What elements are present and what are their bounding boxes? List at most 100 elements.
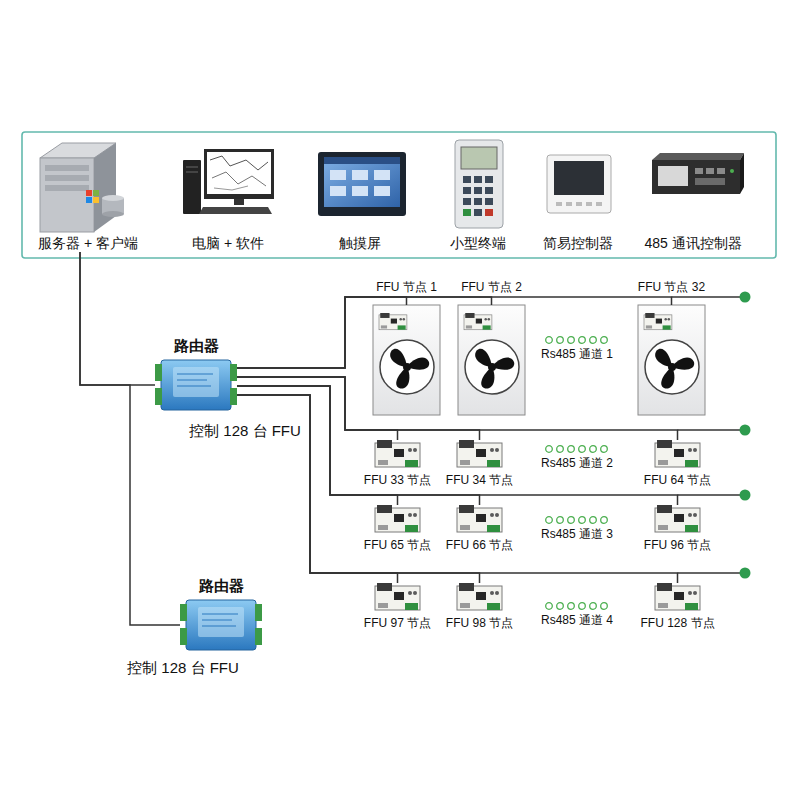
ffu-module <box>457 440 502 467</box>
bus-terminator <box>678 494 746 496</box>
touchscreen-illustration <box>330 170 346 180</box>
device-node: 服务器 + 客户端 <box>30 140 146 252</box>
ffu-node: FFU 节点 32 <box>638 305 705 415</box>
ffu-fan-unit <box>373 305 440 415</box>
terminal-illustration <box>474 176 482 183</box>
ffu-fan-unit <box>458 305 525 415</box>
server-illustration <box>93 197 99 203</box>
node-label: FFU 34 节点 <box>446 473 513 487</box>
router-node: 路由器控制 128 台 FFU <box>180 600 262 650</box>
device-node: 485 通讯控制器 <box>635 140 751 252</box>
controller-illustration <box>556 202 562 206</box>
rs485-controller-illustration <box>695 168 703 174</box>
terminal-illustration <box>461 147 497 169</box>
bus-wire <box>237 297 407 368</box>
rs485-controller-illustration <box>652 160 740 194</box>
device-label: 485 通讯控制器 <box>644 235 741 252</box>
channel-label: Rs485 通道 1 <box>541 347 613 361</box>
bus-end-dot <box>740 292 751 579</box>
channel-label: Rs485 通道 3 <box>541 527 613 541</box>
touchscreen-illustration <box>330 186 346 196</box>
server-illustration <box>102 195 124 201</box>
device-node: 小型终端 <box>420 140 536 252</box>
router-caption: 控制 128 台 FFU <box>127 659 239 677</box>
terminal-illustration <box>485 209 493 216</box>
ffu-module <box>375 583 420 610</box>
node-label: FFU 33 节点 <box>364 473 431 487</box>
computer-illustration <box>212 172 266 186</box>
bus-terminator <box>672 297 746 573</box>
terminal-illustration <box>474 198 482 205</box>
terminal-illustration <box>455 140 503 228</box>
server-illustration <box>86 190 92 196</box>
controller-illustration <box>566 202 572 206</box>
ffu-fan-unit <box>473 346 515 391</box>
controller-illustration <box>586 202 592 206</box>
touchscreen-illustration <box>324 157 400 207</box>
ffu-fan-unit <box>653 346 695 391</box>
ffu-node: FFU 34 节点 <box>457 440 502 468</box>
ffu-module <box>375 505 420 532</box>
ffu-module <box>457 583 502 610</box>
bus-wire <box>237 395 678 583</box>
rs485-controller-illustration <box>740 153 744 194</box>
controller-illustration <box>547 155 611 213</box>
ffu-node: FFU 97 节点 <box>375 583 420 611</box>
ffu-module <box>457 505 502 532</box>
computer-illustration <box>183 149 274 214</box>
terminal-illustration <box>463 187 471 194</box>
rs485-controller-illustration <box>717 168 725 174</box>
controller-illustration <box>547 155 611 213</box>
bus-wire <box>80 252 180 625</box>
terminal-illustration <box>455 140 503 228</box>
ffu-fan-unit <box>380 340 434 394</box>
server-illustration <box>94 143 116 232</box>
bus-end-dot <box>740 425 751 436</box>
server-illustration <box>102 211 124 217</box>
router-device <box>155 360 237 410</box>
router-title: 路由器 <box>199 577 244 595</box>
bus-terminator <box>678 429 746 431</box>
bus-end-dot <box>740 490 751 501</box>
channel-dots <box>546 446 608 453</box>
computer-illustration <box>204 149 274 199</box>
touchscreen-illustration <box>374 170 390 180</box>
rs485-controller-illustration <box>706 168 714 174</box>
computer-illustration <box>186 167 198 168</box>
computer-illustration <box>199 207 272 214</box>
device-label: 电脑 + 软件 <box>192 235 264 252</box>
bus-end-dot <box>740 292 751 303</box>
controller-illustration <box>596 202 602 206</box>
node-label: FFU 65 节点 <box>364 538 431 552</box>
ffu-fan-unit <box>458 305 525 415</box>
ffu-node: FFU 64 节点 <box>655 440 700 468</box>
bus-wire <box>237 297 672 368</box>
device-panel <box>22 132 776 258</box>
bus-wire <box>80 252 155 385</box>
device-node: 电脑 + 软件 <box>170 140 286 252</box>
router-caption: 控制 128 台 FFU <box>189 422 301 440</box>
node-label: FFU 66 节点 <box>446 538 513 552</box>
device-node: 简易控制器 <box>520 140 636 252</box>
server-illustration <box>45 175 89 181</box>
touchscreen-illustration <box>318 152 406 216</box>
computer-illustration <box>210 156 268 170</box>
ffu-node: FFU 96 节点 <box>655 505 700 533</box>
connector-group <box>80 252 678 625</box>
ffu-fan-unit <box>644 313 672 330</box>
rs485-controller-illustration <box>652 153 744 160</box>
touchscreen-illustration <box>374 186 390 196</box>
rs485-controller-illustration <box>730 169 734 173</box>
terminal-illustration <box>474 209 482 216</box>
computer-illustration <box>234 199 244 205</box>
channel-dots <box>546 603 608 610</box>
bus-terminator <box>672 296 746 298</box>
node-label: FFU 96 节点 <box>644 538 711 552</box>
touchscreen-illustration <box>352 170 368 180</box>
device-label: 服务器 + 客户端 <box>38 235 138 252</box>
ffu-fan-unit <box>388 346 430 391</box>
ffu-fan-unit <box>373 305 440 415</box>
terminal-illustration <box>474 187 482 194</box>
server-illustration <box>86 197 92 203</box>
